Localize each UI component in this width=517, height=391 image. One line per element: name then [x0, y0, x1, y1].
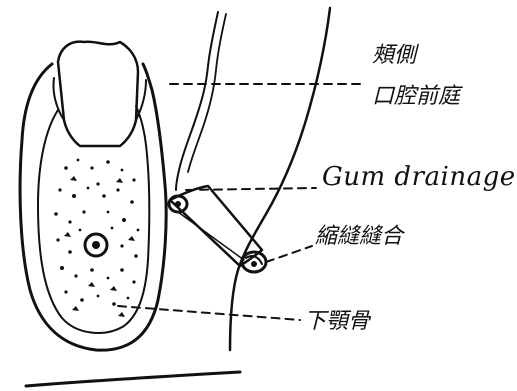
- nerve-canal-inner: [92, 241, 100, 249]
- cheek-mucosa-inner: [188, 14, 226, 172]
- label-buccal: 頰側: [372, 45, 416, 67]
- leader-mandible: [118, 306, 300, 320]
- leader-drain: [186, 188, 316, 190]
- label-gum-drainage: Gum drainage: [322, 164, 516, 190]
- drain-tube-edge: [178, 212, 244, 260]
- label-suture: 縮縫縫合: [315, 226, 403, 248]
- cancellous-bone: [54, 159, 139, 317]
- jaw-outline-outer: [20, 64, 166, 350]
- tooth-crown: [58, 42, 138, 146]
- leader-lines: [118, 84, 362, 320]
- label-oral-vestibule: 口腔前庭: [372, 86, 460, 108]
- label-mandible: 下顎骨: [304, 311, 370, 333]
- jaw-outline-inner: [38, 106, 149, 333]
- gingiva-line: [53, 78, 146, 120]
- face-outline: [230, 8, 330, 350]
- cheek-mucosa: [176, 12, 218, 190]
- base-line: [26, 372, 240, 386]
- leader-suture: [266, 246, 312, 262]
